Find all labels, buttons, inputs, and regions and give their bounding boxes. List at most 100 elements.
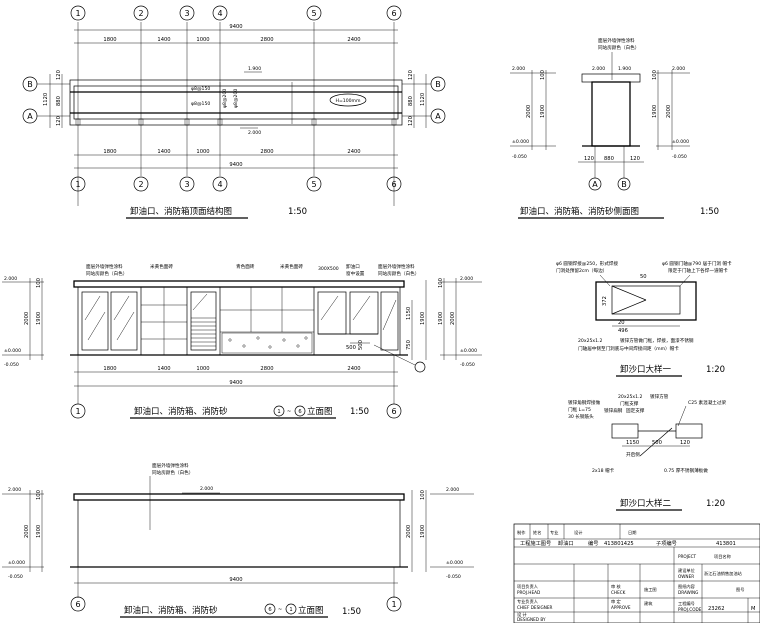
tb-discipline: 建筑 (644, 600, 653, 607)
level-mark: 2.000 (248, 130, 261, 136)
dim-vertical: 2000 (450, 312, 456, 325)
tb-cell: 设计 (574, 529, 582, 536)
annotation: 2x18 帽卡 (592, 467, 615, 474)
dim-bay: 2800 (260, 37, 273, 43)
axis-label: 5 (311, 9, 316, 18)
axis-label: 1 (391, 600, 396, 609)
tb-role-en: PROJ.HEAD (517, 590, 540, 595)
dim-label: 496 (618, 328, 628, 334)
annotation: 30 长钢筋头 (568, 413, 594, 420)
annotation: 同站房颜色（白色） (152, 469, 193, 476)
dim-vertical: 372 (602, 296, 608, 306)
level-mark: 2.000 (200, 486, 213, 492)
dim-vertical: 2000 (24, 525, 30, 538)
annotation: 米黄色面砖 (150, 263, 173, 270)
axis-label: 6 (391, 9, 396, 18)
title-block: 制作 姓名 专业 设计 日期 工程施工图号 卸油口 编号 413801425 子… (513, 523, 760, 623)
tb-cell: 413801 (716, 541, 736, 547)
dim-vertical: 880 (56, 96, 62, 106)
axis-label: A (27, 112, 33, 121)
dim-bay: 1400 (157, 37, 170, 43)
tb-code-label-en: PROJ.CODE (678, 607, 702, 612)
tb-role: 审 核 (611, 583, 622, 590)
rebar-label: φ8@200 (222, 89, 228, 108)
level-mark: 2.000 (446, 487, 459, 493)
range-start: 1 (277, 409, 280, 415)
annotation: 镀锌角钢焊接做 (568, 399, 601, 406)
dim-vertical: 1900 (420, 312, 426, 325)
drawing-scale: 1:50 (342, 607, 361, 617)
dim-vertical: 1120 (43, 93, 49, 106)
dim-vertical: 1120 (420, 93, 426, 106)
dim-bay: 2800 (260, 149, 273, 155)
dim-label: 1150 (626, 440, 639, 446)
tb-cell: 编号 (588, 539, 598, 547)
level-mark: 2.000 (460, 276, 473, 282)
tb-owner-label: 建设单位 (678, 567, 695, 574)
annotation: φ6 圆钢门轴@790 居于门洞 帽卡 (662, 260, 732, 267)
axis-label: 1 (75, 9, 80, 18)
range-sep: ~ (278, 607, 282, 613)
tb-cell: 卸油口 (558, 539, 574, 547)
dim-vertical: 120 (56, 70, 62, 80)
drawing-title: 卸沙口大样一 (620, 364, 672, 375)
axis-label: B (621, 180, 627, 189)
annotation: 卸油口 (346, 263, 360, 270)
level-mark: 2.000 (4, 276, 17, 282)
drawing-title: 卸油口、消防箱、消防砂 (134, 406, 228, 417)
tb-cell: 日期 (628, 530, 636, 536)
dim-total: 9400 (229, 577, 242, 583)
level-mark: -0.050 (512, 154, 527, 160)
tb-role: 项目负责人 (517, 583, 539, 590)
tb-drawing-no: 图号 (736, 587, 744, 593)
level-mark: ±0.000 (512, 139, 529, 145)
drawing-title: 卸油口、消防箱、消防砂侧面图 (520, 206, 639, 217)
tb-role: 设 计 (517, 611, 527, 618)
level-mark: -0.050 (446, 574, 461, 580)
range-start: 6 (268, 607, 271, 613)
axis-label: 6 (391, 180, 396, 189)
drawing-suffix: 立面图 (298, 605, 324, 616)
tb-unit: M (751, 606, 755, 612)
level-mark: 1.900 (248, 66, 261, 72)
dim-label: 120 (680, 440, 690, 446)
tb-role-en: CHECK (611, 590, 626, 595)
tb-role: 专业负责人 (517, 598, 539, 605)
rebar-label: φ8@150 (191, 101, 210, 107)
drawing-scale: 1:50 (288, 207, 307, 217)
dim-vertical: 1900 (540, 105, 546, 118)
annotation: 镀锌方管 (650, 393, 669, 400)
axis-label: 5 (311, 180, 316, 189)
level-mark: -0.050 (4, 362, 19, 368)
level-mark: -0.050 (460, 362, 475, 368)
drawing-scale: 1:50 (350, 407, 369, 417)
dim-vertical: 100 (36, 278, 42, 288)
dim-bay: 1800 (103, 149, 116, 155)
annotation: 同站房颜色（白色） (378, 270, 419, 277)
tb-owner-label-en: OWNER (678, 574, 694, 579)
tb-project-label: PROJECT (678, 554, 697, 559)
range-sep: ~ (287, 409, 291, 415)
tb-role-en: CHIEF DESIGNER (517, 605, 552, 610)
dim-vertical: 120 (56, 116, 62, 126)
rear-elevation: 面层外墙弹性涂料 同站房颜色（白色） 2.000 ±0.000 -0.050 1… (2, 462, 474, 618)
tb-project-value: 项目名称 (714, 553, 731, 560)
axis-label: 6 (75, 600, 80, 609)
dim-bay: 1800 (103, 366, 116, 372)
dim-vertical: 2000 (406, 525, 412, 538)
dim-label: 20 (618, 320, 625, 326)
annotation: 20x25x1.2 (618, 394, 643, 400)
dim-bay: 1000 (196, 366, 209, 372)
dim-vertical: 1900 (438, 312, 444, 325)
annotation: 同站房颜色（白色） (598, 44, 639, 51)
dim-vertical: 100 (652, 70, 658, 80)
dim-vertical: 1900 (652, 105, 658, 118)
axis-label: 4 (217, 9, 222, 18)
annotation: 面层外墙弹性涂料 (378, 263, 415, 270)
annotation: 20x25x1.2 (578, 338, 603, 344)
slab-thickness: H=100mm (335, 98, 361, 104)
tb-role-en: DESIGNED BY (517, 617, 546, 622)
dim-bay: 2400 (347, 149, 360, 155)
dim-horizontal: 500 (346, 345, 356, 351)
